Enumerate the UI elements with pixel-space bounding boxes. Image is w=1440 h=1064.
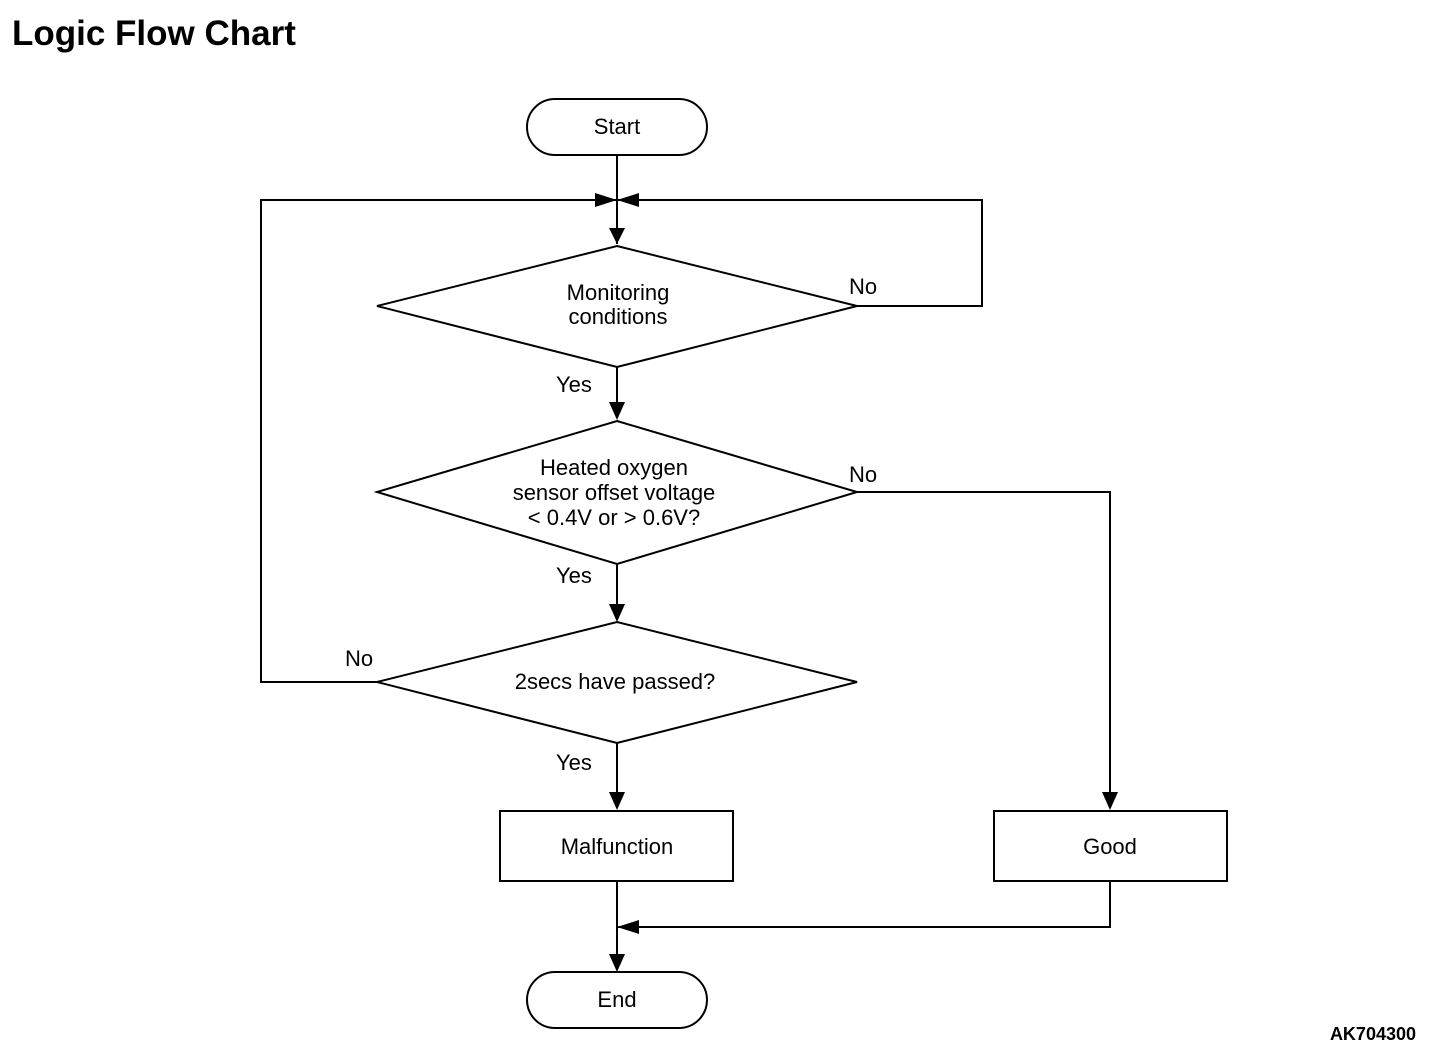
page-title: Logic Flow Chart	[12, 14, 296, 53]
end-label: End	[597, 987, 636, 1012]
monitoring-decision: Monitoring conditions	[376, 244, 858, 369]
time-decision: 2secs have passed?	[376, 620, 858, 745]
start-terminal: Start	[526, 98, 708, 156]
arrow-to-end	[609, 954, 625, 972]
start-label: Start	[594, 114, 640, 139]
arrow-to-time	[609, 604, 625, 622]
malfunction-box: Malfunction	[499, 810, 734, 882]
monitoring-label-line2: conditions	[568, 304, 667, 329]
figure-code: AK704300	[1329, 1024, 1416, 1044]
flow-line-good	[617, 881, 1111, 928]
good-box: Good	[993, 810, 1228, 882]
arrow-loop-left	[595, 193, 617, 207]
voltage-yes-label: Yes	[556, 563, 592, 588]
voltage-no-label: No	[849, 462, 877, 487]
monitoring-label-line1: Monitoring	[567, 280, 670, 305]
end-terminal: End	[526, 971, 708, 1029]
arrow-merge-good	[617, 920, 639, 934]
arrow-to-malfunction	[609, 792, 625, 810]
voltage-label-line3: < 0.4V or > 0.6V?	[528, 505, 700, 530]
time-yes-label: Yes	[556, 750, 592, 775]
time-no-label: No	[345, 646, 373, 671]
voltage-decision: Heated oxygen sensor offset voltage < 0.…	[373, 419, 861, 566]
time-label: 2secs have passed?	[515, 669, 716, 694]
malfunction-label: Malfunction	[561, 834, 674, 859]
arrow-to-voltage	[609, 402, 625, 420]
voltage-label-line1: Heated oxygen	[540, 455, 688, 480]
good-label: Good	[1083, 834, 1137, 859]
voltage-label-line2: sensor offset voltage	[513, 480, 716, 505]
monitoring-no-label: No	[849, 274, 877, 299]
arrow-loop-right	[617, 193, 639, 207]
loop-time-no	[260, 199, 617, 683]
flow-line-voltage-no	[857, 491, 1111, 808]
monitoring-yes-label: Yes	[556, 372, 592, 397]
arrow-to-monitoring	[609, 228, 625, 244]
arrow-to-good	[1102, 792, 1118, 810]
loop-monitoring-no	[617, 199, 983, 307]
